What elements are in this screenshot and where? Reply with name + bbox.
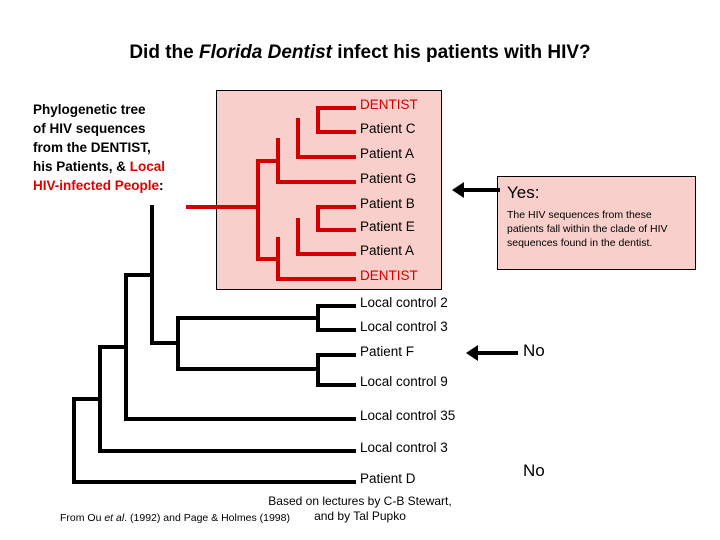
title-after: infect his patients with HIV? [332,42,591,63]
stem-clade-vs-outgroup [124,273,154,277]
clade-branch-patienta2 [296,252,356,256]
leaf-label-local-control-3a: Local control 3 [360,319,448,334]
clade-node-be [316,205,320,232]
no-label-1: No [523,341,545,360]
caption-line-1: Phylogenetic tree [33,102,146,117]
caption-line-5-red: HIV-infected People [33,178,160,193]
clade-highlight-box [216,90,442,290]
stem-lc3b [98,449,320,453]
leaf-label-local-control-3b: Local control 3 [360,440,448,455]
leaf-label-dentist-2: DENTIST [360,268,418,283]
clade-node-a2 [296,218,300,256]
credit-line-2: and by Tal Pupko [314,509,406,523]
credit-source-italic: et al [104,512,125,524]
clade-branch-patientb [316,205,356,209]
stem-patient-d [72,480,320,484]
stem-upper-outgroup [150,341,180,345]
credit-source-post: . (1992) and Page & Holmes (1998) [124,512,290,524]
clade-root-stem [186,205,260,209]
leaf-label-patient-g: Patient G [360,171,417,186]
page-title: Did the Florida Dentist infect his patie… [0,42,720,64]
caption-line-5-end: : [159,178,164,193]
branch-local-control-9 [316,383,356,387]
leaf-label-patient-d: Patient D [360,471,416,486]
branch-local-control-3b [316,449,356,453]
leaf-label-patient-c: Patient C [360,121,416,136]
leaf-label-patient-b: Patient B [360,196,415,211]
branch-patient-d [316,480,356,484]
credit-source: From Ou et al. (1992) and Page & Holmes … [60,512,420,524]
caption-line-2: of HIV sequences [33,121,146,136]
branch-local-control-3a [316,328,356,332]
caption-line-4: his Patients, & Local [33,157,223,176]
stem-lc35 [124,417,320,421]
clade-branch-patiente [316,228,356,232]
branch-local-control-2 [316,304,356,308]
yes-arrow [452,182,500,198]
clade-root-node [256,159,260,261]
yes-answer-box: Yes: The HIV sequences from these patien… [497,176,696,270]
leaf-label-patient-a-2: Patient A [360,243,415,258]
leaf-label-patient-e: Patient E [360,219,415,234]
branch-patient-f [316,353,356,357]
clade-branch-patienta1 [296,155,356,159]
leaf-label-local-control-35: Local control 35 [360,408,456,423]
credit-line-1: Based on lectures by C-B Stewart, [268,494,452,508]
stem-to-lc3b-node [72,397,102,401]
caption-line-4-text: his Patients, & [33,159,130,174]
clade-branch-patientc [316,130,356,134]
clade-node-dentistc [316,106,320,134]
stem-pf-lc9 [176,367,320,371]
figure-caption: Phylogenetic tree of HIV sequences from … [33,100,223,195]
no-label-2: No [523,461,545,480]
no-arrow-1 [466,345,518,361]
clade-branch-dentist1 [316,106,356,110]
leaf-label-patient-a-1: Patient A [360,146,415,161]
credit-source-pre: From Ou [60,512,105,524]
leaf-label-local-control-2: Local control 2 [360,295,448,310]
clade-stem-lower [256,257,280,261]
caption-line-3: from the DENTIST, [33,140,151,155]
leaf-label-dentist-1: DENTIST [360,97,418,112]
title-italic: Florida Dentist [199,42,333,63]
branch-local-control-35 [316,417,356,421]
credit-lecture: Based on lectures by C-B Stewart, and by… [0,494,720,524]
clade-stem-upper [256,159,280,163]
leaf-label-patient-f: Patient F [360,344,415,359]
stem-lc-pair [176,316,320,320]
root-node [72,397,76,484]
caption-line-5: HIV-infected People: [33,176,223,195]
caption-line-4-red: Local [129,159,166,174]
yes-body-text: The HIV sequences from these patients fa… [507,209,668,249]
clade-branch-patientg [276,180,356,184]
stem-to-lc35-node [98,345,128,349]
clade-branch-dentist2 [276,277,356,281]
leaf-label-local-control-9: Local control 9 [360,374,448,389]
clade-node-a1 [296,118,300,159]
yes-heading: Yes: [507,183,540,202]
title-before: Did the [129,42,199,63]
